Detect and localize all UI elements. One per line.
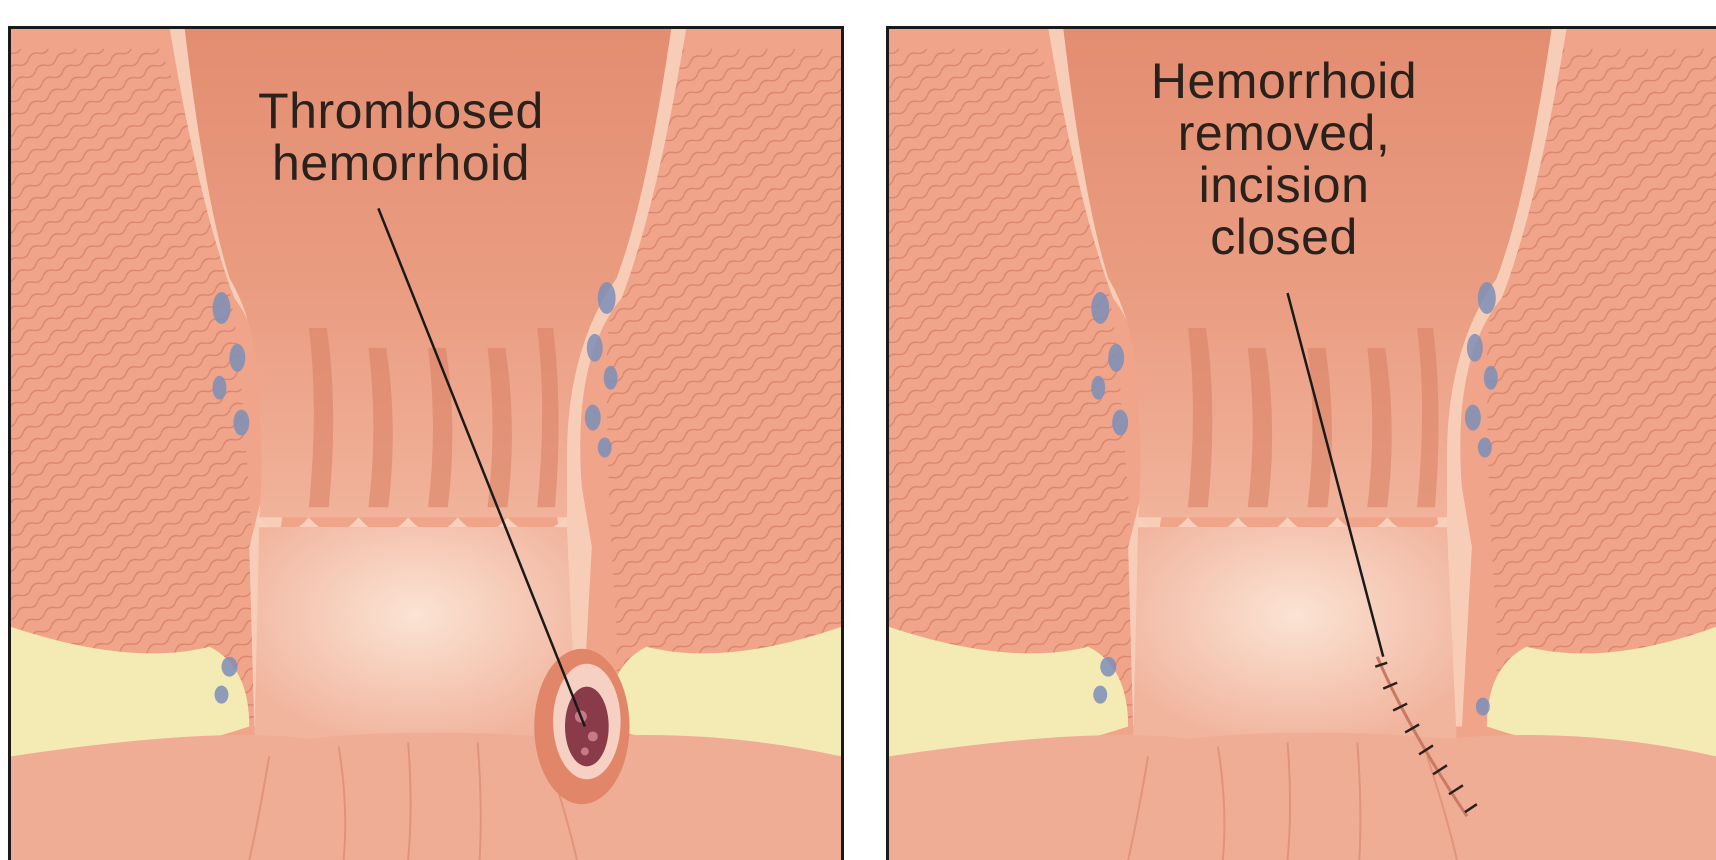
label-line-1: Hemorrhoid [1094, 55, 1474, 107]
panel-removed: Hemorrhoid removed, incision closed [886, 26, 1716, 860]
label-thrombosed-hemorrhoid: Thrombosed hemorrhoid [211, 85, 591, 189]
label-hemorrhoid-removed: Hemorrhoid removed, incision closed [1094, 55, 1474, 263]
label-line-2: hemorrhoid [211, 137, 591, 189]
label-line-1: Thrombosed [211, 85, 591, 137]
lower-canal [1133, 527, 1457, 746]
perianal-skin [889, 732, 1716, 860]
label-line-2: removed, [1094, 107, 1474, 159]
label-line-3: incision [1094, 159, 1474, 211]
lower-canal [254, 527, 577, 746]
label-line-4: closed [1094, 211, 1474, 263]
panel-thrombosed: Thrombosed hemorrhoid [8, 26, 844, 860]
perianal-skin [11, 732, 841, 860]
thrombosed-hemorrhoid [534, 649, 629, 804]
